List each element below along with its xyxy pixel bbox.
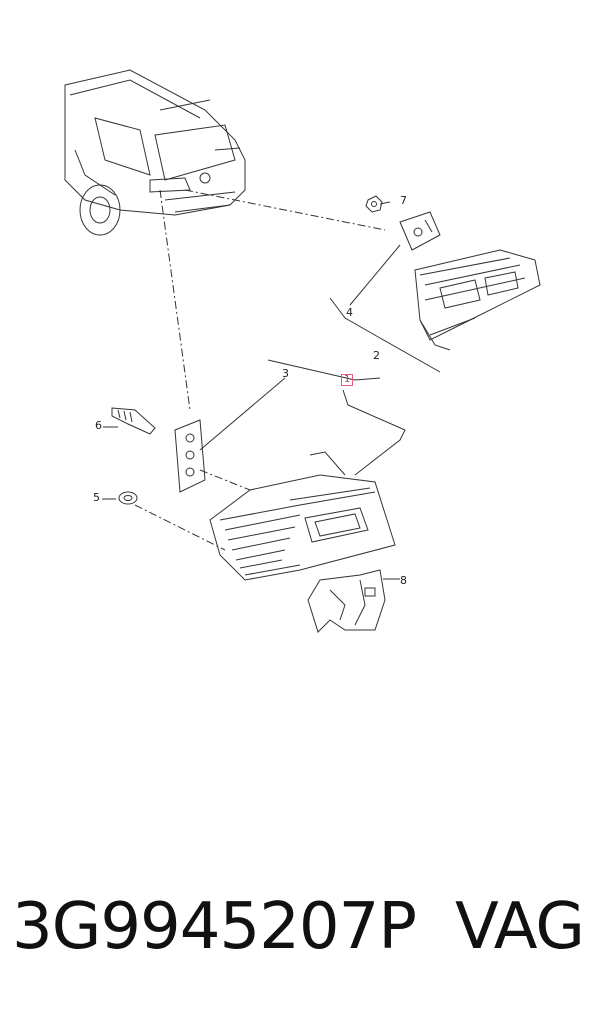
- nut-7: [365, 195, 383, 213]
- parts-diagram: [64, 69, 541, 633]
- brand-name: VAG: [455, 890, 585, 964]
- callout-4: 4: [346, 306, 353, 319]
- callout-8: 8: [400, 574, 407, 587]
- inner-light-gasket: [399, 211, 441, 251]
- outer-light-gasket: [174, 419, 206, 493]
- callout-leaders: [102, 201, 406, 580]
- callout-1: 1: [341, 374, 354, 386]
- callout-6: 6: [95, 419, 102, 432]
- callout-2: 2: [373, 349, 380, 362]
- callout-7: 7: [400, 194, 407, 207]
- callout-5: 5: [93, 491, 100, 504]
- bracket-8: [307, 569, 386, 633]
- leader-lines: [134, 189, 386, 551]
- part-number-bar: 3G9945207P VAG: [0, 890, 600, 980]
- washer-5: [118, 491, 138, 505]
- outer-tail-light: [209, 451, 396, 581]
- car-illustration: [64, 69, 246, 236]
- callout-3: 3: [282, 367, 289, 380]
- inner-tail-light: [414, 249, 541, 351]
- part-number: 3G9945207P: [12, 890, 417, 964]
- screw-6: [111, 407, 156, 435]
